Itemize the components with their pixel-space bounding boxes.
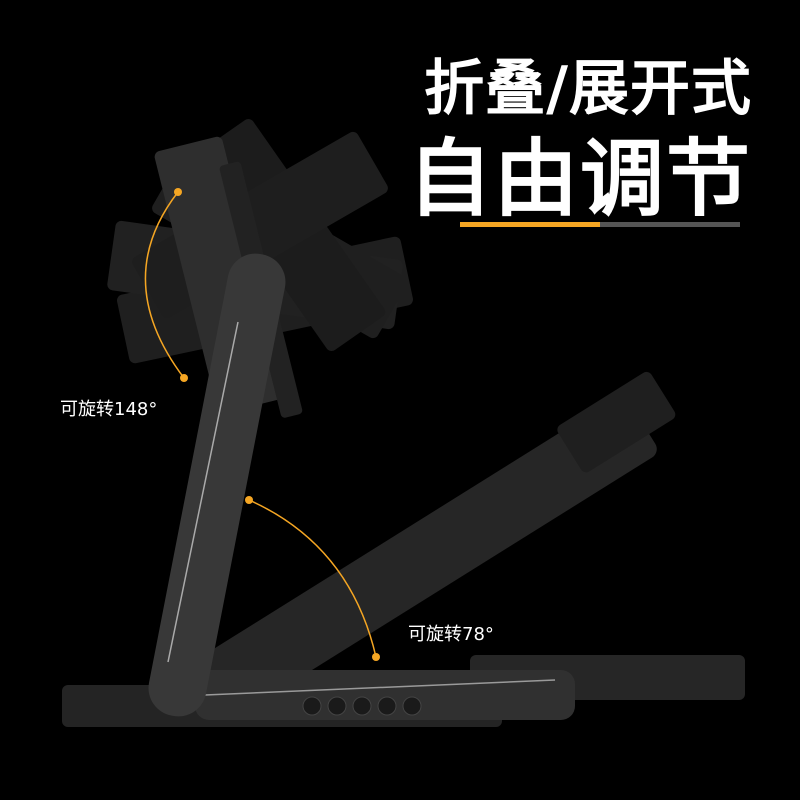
rotation-arc-78 xyxy=(248,499,377,658)
arc-endpoint-dot xyxy=(372,653,380,661)
vertical-arm xyxy=(148,253,286,717)
vent-holes xyxy=(302,696,422,716)
lower-arm xyxy=(203,371,676,714)
rotation-label-148: 可旋转148° xyxy=(60,399,158,420)
lower-arm-panel xyxy=(203,396,657,714)
rotation-label-78: 可旋转78° xyxy=(408,624,494,645)
vent-hole xyxy=(402,696,422,716)
vent-hole xyxy=(302,696,322,716)
accent-divider-fill xyxy=(460,222,600,227)
base-unit xyxy=(62,655,745,727)
vent-hole xyxy=(327,696,347,716)
headline-line-1: 折叠/展开式 xyxy=(424,54,752,124)
arc-endpoint-dot xyxy=(245,496,253,504)
vertical-arm-track xyxy=(167,321,239,663)
headline-line-2: 自由调节 xyxy=(407,130,752,228)
arc-endpoint-dot xyxy=(180,374,188,382)
lower-arm-cap xyxy=(557,371,676,473)
vent-hole xyxy=(377,696,397,716)
rotation-arc-148 xyxy=(144,191,185,379)
accent-divider-track xyxy=(460,222,740,227)
vent-hole xyxy=(352,696,372,716)
vertical-arm-body xyxy=(148,253,286,717)
arc-endpoint-dot xyxy=(174,188,182,196)
base-slider-track xyxy=(204,679,556,696)
